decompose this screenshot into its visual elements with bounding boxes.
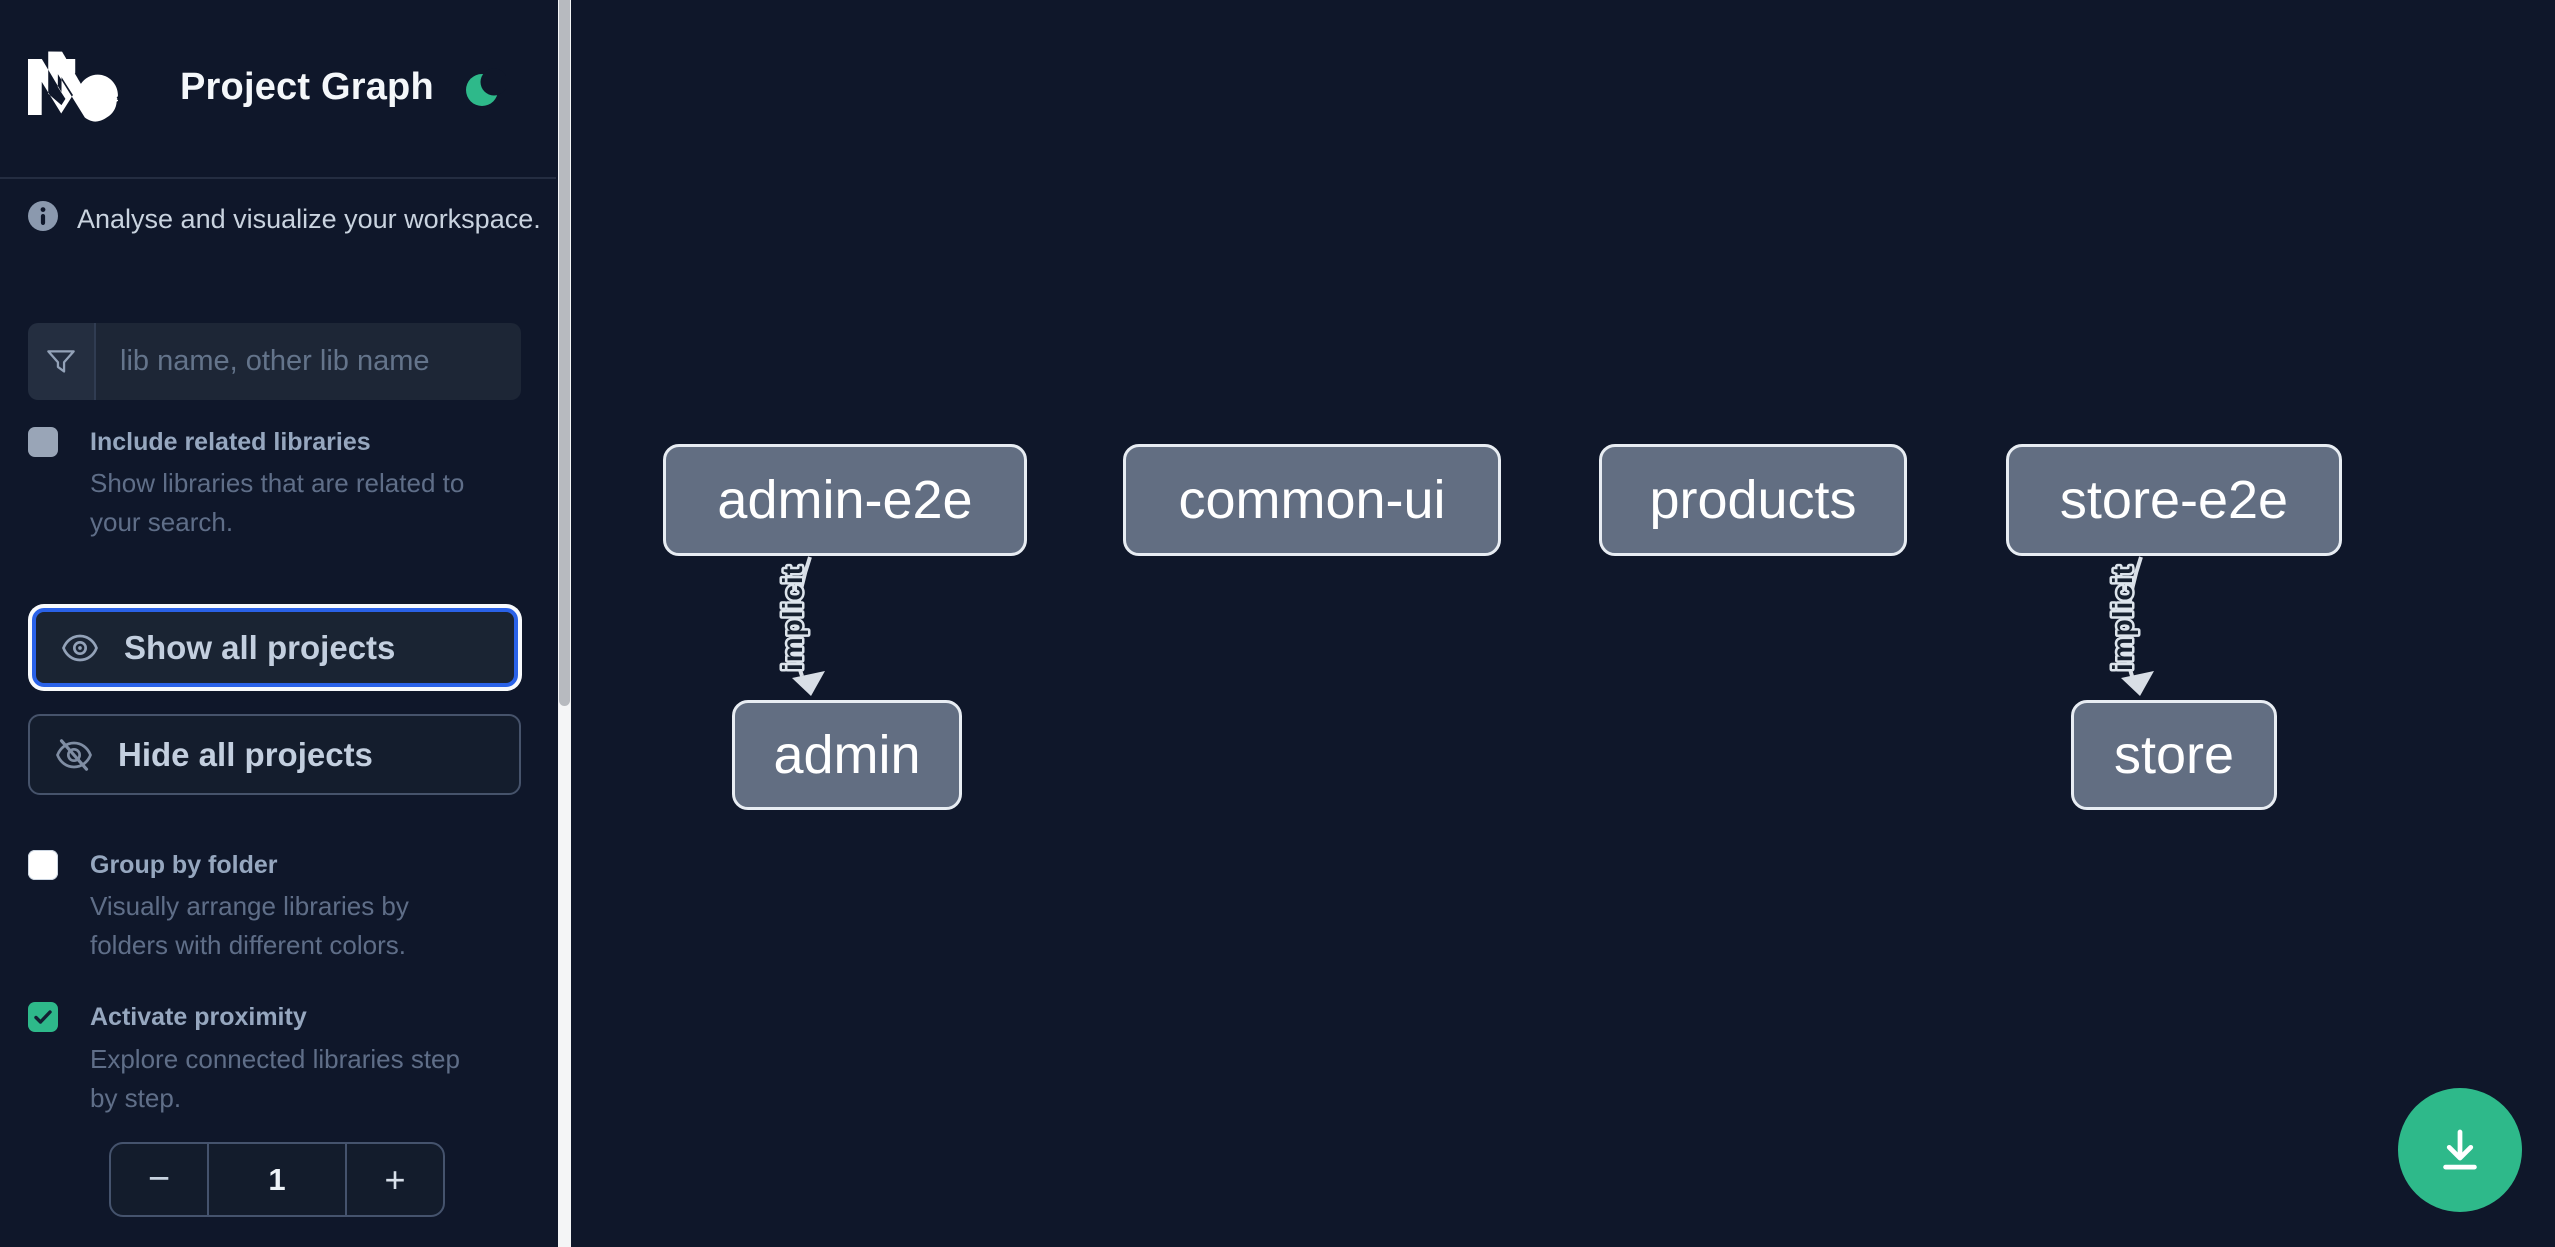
show-all-projects-button[interactable]: Show all projects [32,608,518,687]
eye-off-icon [56,738,92,771]
edge-arrowhead-icon [2121,671,2154,696]
sidebar-scrollbar[interactable] [558,0,571,1247]
info-icon [28,201,58,231]
group-by-folder-description: Visually arrange libraries by folders wi… [90,887,409,965]
graph-node-common-ui[interactable]: common-ui [1123,444,1501,556]
edge-path [2124,556,2143,677]
graph-node-admin[interactable]: admin [732,700,962,810]
group-by-folder-checkbox[interactable] [28,850,58,880]
description-line: Show libraries that are related to [90,468,465,498]
download-graph-fab[interactable] [2398,1088,2522,1212]
hide-all-projects-button[interactable]: Hide all projects [28,714,521,795]
page-title: Project Graph [180,66,434,108]
include-related-label[interactable]: Include related libraries [90,428,371,456]
hide-all-label: Hide all projects [118,735,373,773]
graph-node-products[interactable]: products [1599,444,1907,556]
eye-icon [62,634,98,661]
include-related-description: Show libraries that are related to your … [90,464,464,542]
header-divider [0,177,556,179]
description-line: Explore connected libraries step [90,1044,460,1074]
edge-arrowhead-icon [792,671,825,696]
include-related-checkbox[interactable] [28,427,58,457]
edge-label: implicit [2107,565,2138,671]
description-line: folders with different colors. [90,930,406,960]
edge-label: implicit [777,565,808,671]
activate-proximity-description: Explore connected libraries step by step… [90,1040,460,1118]
activate-proximity-label[interactable]: Activate proximity [90,1003,307,1031]
scrollbar-thumb[interactable] [559,0,570,706]
filter-input-group [28,323,521,400]
description-line: Visually arrange libraries by [90,891,409,921]
graph-node-store[interactable]: store [2071,700,2277,810]
activate-proximity-checkbox[interactable] [28,1002,58,1032]
edge-store-e2e-store[interactable]: implicit [2105,556,2154,696]
workspace-tagline: Analyse and visualize your workspace. [77,204,541,234]
nx-logo [28,51,118,122]
funnel-icon [28,323,96,400]
increment-button[interactable]: + [347,1144,443,1215]
graph-node-store-e2e[interactable]: store-e2e [2006,444,2342,556]
download-icon [2443,1129,2477,1170]
edge-path [794,556,812,677]
graph-canvas[interactable]: implicit implicit admin-e2e common-ui pr… [571,0,2555,1247]
check-icon [34,1010,52,1024]
sidebar: Project Graph Analyse and visualize your… [0,0,558,1247]
decrement-button[interactable]: − [111,1144,207,1215]
description-line: by step. [90,1083,182,1113]
theme-toggle-moon-icon[interactable] [464,68,508,110]
show-all-label: Show all projects [124,628,396,666]
filter-input[interactable] [96,323,521,400]
proximity-depth-stepper: − 1 + [109,1142,445,1217]
graph-node-admin-e2e[interactable]: admin-e2e [663,444,1027,556]
group-by-folder-label[interactable]: Group by folder [90,851,278,879]
edge-admin-e2e-admin[interactable]: implicit [775,556,825,696]
description-line: your search. [90,507,234,537]
depth-value[interactable]: 1 [207,1144,347,1215]
